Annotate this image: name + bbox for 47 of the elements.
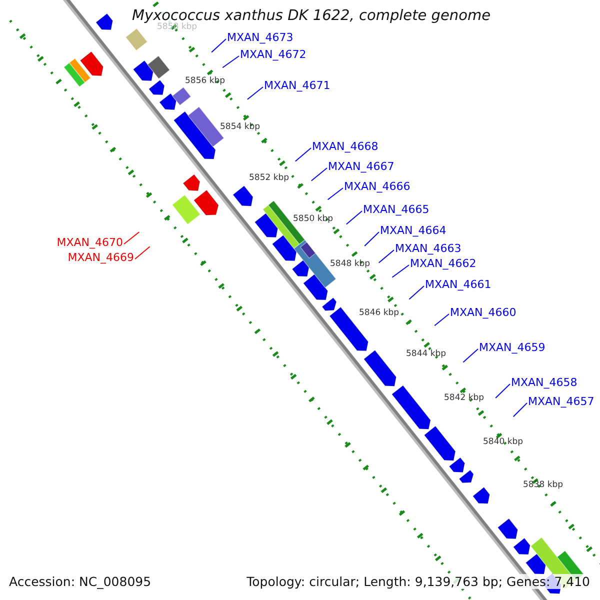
- scale-label: 5856 kbp: [185, 76, 226, 86]
- gene-label: MXAN_4667: [328, 161, 394, 173]
- scale-label: 5842 kbp: [444, 393, 484, 403]
- gene-label: MXAN_4671: [264, 80, 330, 92]
- gene-label: MXAN_4666: [344, 181, 410, 193]
- leader-line: [294, 148, 312, 162]
- leader-line: [462, 348, 478, 363]
- gene-label: MXAN_4668: [312, 141, 378, 153]
- gene-label: MXAN_4659: [479, 342, 546, 354]
- scale-label: 5840 kbp: [483, 437, 524, 447]
- gene-label: MXAN_4670: [56, 237, 123, 249]
- leader-line: [512, 402, 528, 418]
- scale-label: 5844 kbp: [406, 349, 446, 359]
- leader-line: [434, 314, 450, 326]
- scale-label: 5852 kbp: [249, 173, 290, 183]
- gene-label: MXAN_4669: [68, 252, 134, 264]
- gene-label: MXAN_4672: [240, 49, 306, 61]
- gene-label: MXAN_4661: [425, 279, 492, 291]
- gene-label: MXAN_4673: [227, 32, 294, 44]
- leader-line: [246, 86, 264, 100]
- leader-line: [346, 210, 362, 225]
- leader-line: [310, 168, 328, 182]
- gene-label: MXAN_4663: [395, 243, 462, 255]
- scale-label: 5850 kbp: [293, 214, 334, 224]
- leader-line: [392, 264, 410, 278]
- gene-label: MXAN_4658: [511, 377, 578, 389]
- scale-label: 5846 kbp: [359, 308, 400, 318]
- gene-label: MXAN_4662: [410, 258, 476, 270]
- leader-line: [327, 188, 344, 200]
- leader-line: [495, 384, 510, 398]
- scale-label: 5838 kbp: [523, 480, 564, 490]
- leader-line: [378, 250, 394, 264]
- genome-title: Myxococcus xanthus DK 1622, complete genome: [132, 8, 491, 24]
- leader-line: [211, 38, 226, 53]
- accession-text: Accession: NC_008095: [9, 574, 152, 589]
- leader-line: [134, 246, 150, 260]
- leader-line: [364, 232, 380, 246]
- gene-label: MXAN_4657: [528, 396, 594, 408]
- leader-line: [222, 56, 240, 68]
- scale-label: 5848 kbp: [330, 259, 370, 269]
- genome-stats-text: Topology: circular; Length: 9,139,763 bp; Genes: 7,410: [246, 574, 590, 589]
- leader-line: [408, 286, 424, 300]
- leader-line: [124, 232, 140, 244]
- scale-label: 5854 kbp: [220, 122, 260, 132]
- gene-label: MXAN_4665: [363, 204, 430, 216]
- gene-label: MXAN_4660: [450, 307, 516, 319]
- gene-label: MXAN_4664: [380, 225, 446, 237]
